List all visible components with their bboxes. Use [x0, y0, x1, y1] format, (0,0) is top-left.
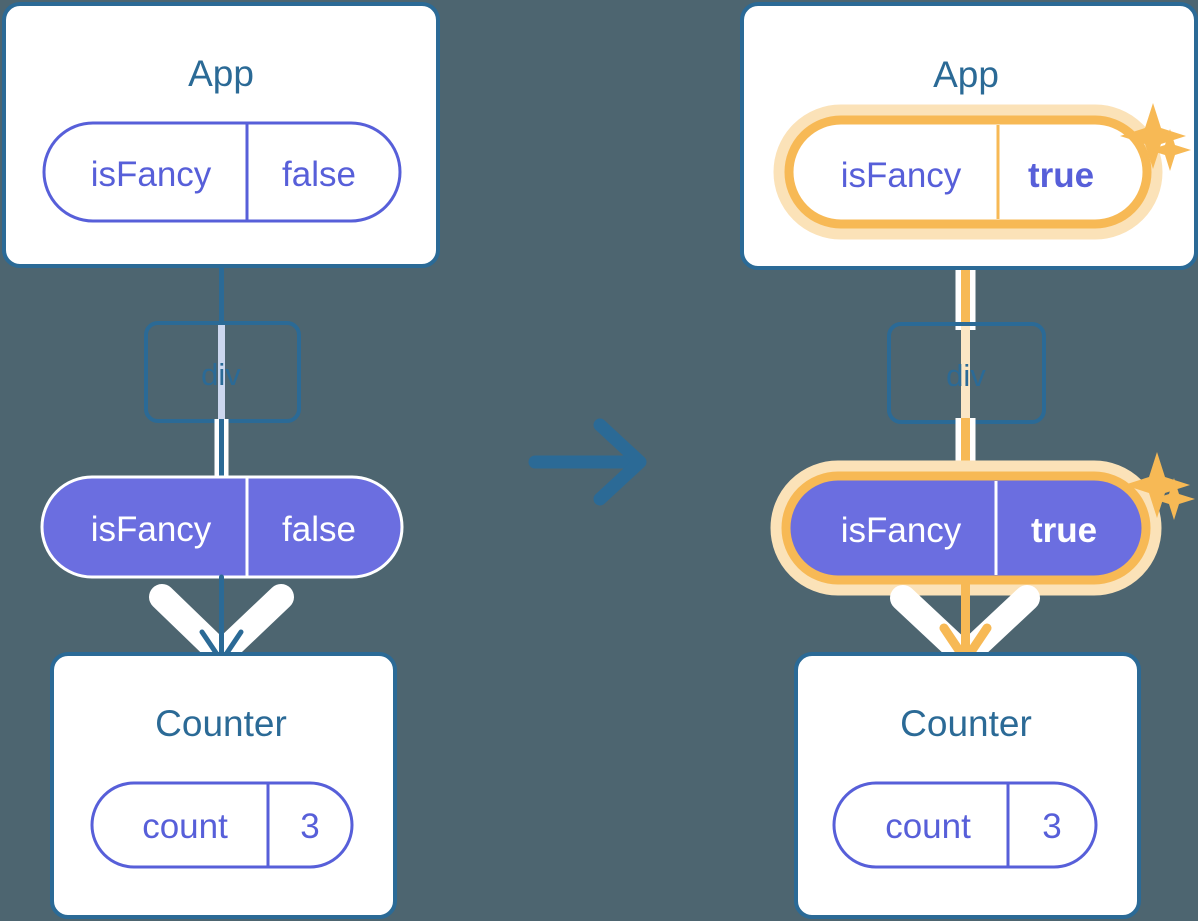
counter-title-after: Counter [900, 703, 1032, 744]
counter-state-pill-key-after: count [885, 807, 971, 846]
app-state-pill-key-before: isFancy [91, 155, 212, 194]
counter-state-pill-value-after: 3 [1042, 807, 1061, 846]
div-label-after: div [946, 358, 986, 393]
counter-title-before: Counter [155, 703, 287, 744]
app-state-pill-value-before: false [282, 155, 356, 194]
counter-state-pill-before [90, 781, 354, 869]
prop-pill-value-after: true [1031, 511, 1097, 550]
app-state-pill-key-after: isFancy [841, 156, 962, 195]
app-state-pill-glow-after [773, 104, 1163, 240]
prop-pill-value-before: false [282, 510, 356, 549]
prop-pill-key-before: isFancy [91, 510, 212, 549]
arrow-right-icon [528, 418, 647, 506]
app-state-pill-highlight-after [784, 115, 1152, 229]
sparkle-small-icon-2 [1153, 478, 1195, 520]
counter-state-pill-key-before: count [142, 807, 228, 846]
prop-pill-key-after: isFancy [841, 511, 962, 550]
sparkle-small-icon [1149, 129, 1191, 171]
sparkle-large-icon [1120, 103, 1186, 169]
app-state-pill-before [42, 121, 402, 223]
counter-state-pill-value-before: 3 [300, 807, 319, 846]
sparkle-large-icon-2 [1124, 452, 1190, 518]
app-title-before: App [188, 53, 254, 94]
div-label-before: div [201, 357, 241, 392]
app-state-pill-value-after: true [1028, 156, 1094, 195]
app-title-after: App [933, 54, 999, 95]
counter-state-pill-after [832, 781, 1098, 869]
